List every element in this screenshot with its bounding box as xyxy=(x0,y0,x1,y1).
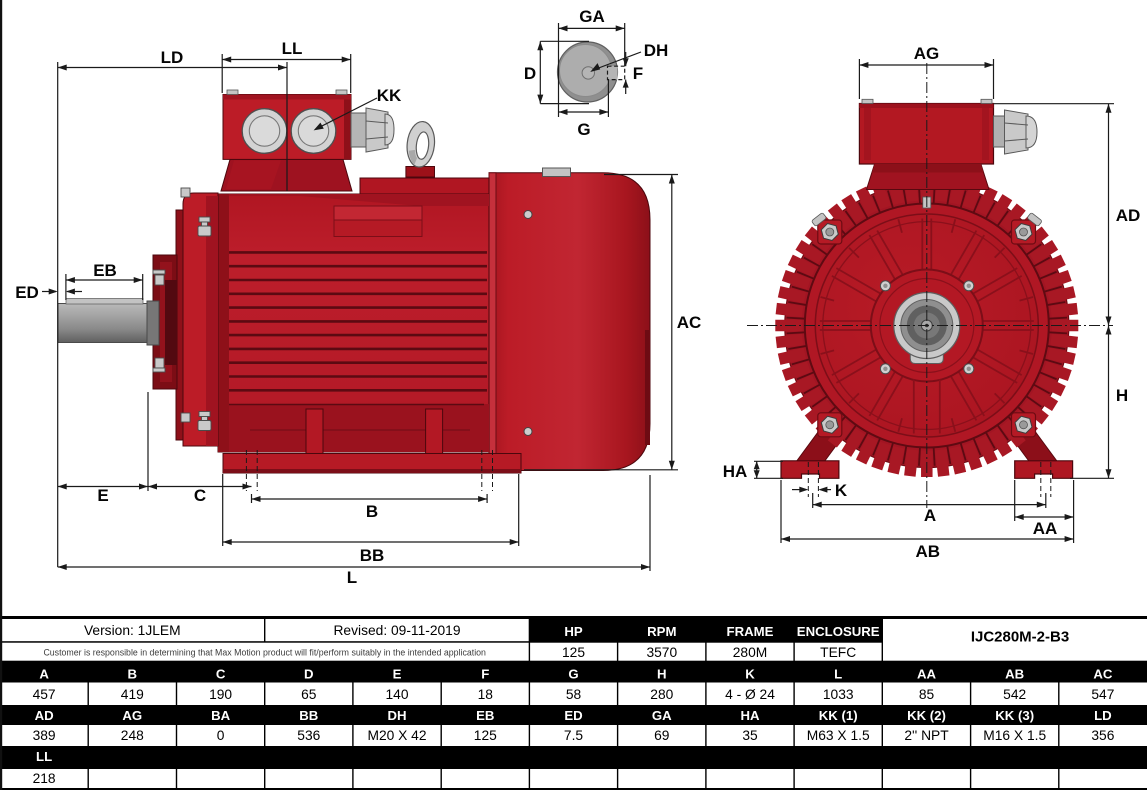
svg-text:KK (1): KK (1) xyxy=(819,708,858,723)
svg-text:FRAME: FRAME xyxy=(727,624,774,639)
svg-text:AG: AG xyxy=(914,44,940,63)
svg-text:LD: LD xyxy=(1094,708,1112,723)
svg-text:536: 536 xyxy=(297,728,320,743)
svg-text:KK (2): KK (2) xyxy=(907,708,946,723)
svg-text:69: 69 xyxy=(654,728,670,743)
svg-text:A: A xyxy=(39,667,49,682)
svg-text:F: F xyxy=(633,64,643,83)
svg-text:EB: EB xyxy=(476,708,494,723)
svg-text:AA: AA xyxy=(1033,519,1058,538)
svg-text:G: G xyxy=(568,667,578,682)
svg-text:IJC280M-2-B3: IJC280M-2-B3 xyxy=(971,629,1069,646)
svg-text:1033: 1033 xyxy=(823,687,854,702)
svg-text:542: 542 xyxy=(1003,687,1026,702)
svg-text:356: 356 xyxy=(1091,728,1114,743)
svg-text:280: 280 xyxy=(650,687,673,702)
svg-text:C: C xyxy=(216,667,226,682)
svg-text:E: E xyxy=(393,667,402,682)
svg-text:G: G xyxy=(577,120,590,139)
svg-text:GA: GA xyxy=(579,7,605,26)
svg-text:HA: HA xyxy=(723,462,748,481)
svg-text:K: K xyxy=(835,481,848,500)
svg-text:BA: BA xyxy=(211,708,231,723)
svg-text:F: F xyxy=(481,667,489,682)
svg-text:A: A xyxy=(924,506,936,525)
svg-text:Customer is responsible in det: Customer is responsible in determining t… xyxy=(43,648,486,658)
svg-text:E: E xyxy=(97,486,108,505)
svg-text:D: D xyxy=(524,64,536,83)
svg-text:AC: AC xyxy=(1093,667,1113,682)
svg-text:218: 218 xyxy=(33,771,56,786)
svg-text:H: H xyxy=(1116,386,1128,405)
svg-text:LL: LL xyxy=(36,749,52,764)
svg-text:AA: AA xyxy=(917,667,937,682)
svg-text:B: B xyxy=(128,667,138,682)
svg-text:2'' NPT: 2'' NPT xyxy=(904,728,949,743)
svg-text:ED: ED xyxy=(564,708,582,723)
svg-text:140: 140 xyxy=(385,687,408,702)
svg-text:85: 85 xyxy=(919,687,935,702)
svg-text:L: L xyxy=(347,568,357,587)
svg-text:C: C xyxy=(194,486,206,505)
svg-text:0: 0 xyxy=(217,728,225,743)
svg-text:7.5: 7.5 xyxy=(564,728,584,743)
svg-text:M63 X 1.5: M63 X 1.5 xyxy=(807,728,870,743)
svg-text:K: K xyxy=(745,667,755,682)
svg-text:B: B xyxy=(366,502,378,521)
svg-text:AG: AG xyxy=(122,708,142,723)
svg-text:BB: BB xyxy=(360,546,385,565)
svg-text:ENCLOSURE: ENCLOSURE xyxy=(797,624,880,639)
svg-text:TEFC: TEFC xyxy=(820,645,856,660)
svg-text:547: 547 xyxy=(1091,687,1114,702)
svg-text:AC: AC xyxy=(677,313,702,332)
svg-text:LD: LD xyxy=(161,48,184,67)
svg-text:125: 125 xyxy=(474,728,497,743)
svg-text:GA: GA xyxy=(652,708,672,723)
svg-text:35: 35 xyxy=(742,728,758,743)
svg-text:RPM: RPM xyxy=(647,624,676,639)
svg-text:65: 65 xyxy=(301,687,317,702)
svg-text:457: 457 xyxy=(33,687,56,702)
svg-text:BB: BB xyxy=(299,708,318,723)
svg-text:389: 389 xyxy=(33,728,56,743)
svg-text:280M: 280M xyxy=(733,645,768,660)
svg-text:HA: HA xyxy=(740,708,760,723)
svg-text:3570: 3570 xyxy=(646,645,677,660)
svg-text:ED: ED xyxy=(15,283,39,302)
svg-text:4 - Ø 24: 4 - Ø 24 xyxy=(725,687,775,702)
svg-text:AB: AB xyxy=(916,542,941,561)
svg-text:KK (3): KK (3) xyxy=(995,708,1034,723)
svg-text:248: 248 xyxy=(121,728,144,743)
svg-text:18: 18 xyxy=(478,687,494,702)
svg-text:DH: DH xyxy=(387,708,406,723)
svg-text:AD: AD xyxy=(1116,206,1141,225)
svg-text:190: 190 xyxy=(209,687,232,702)
svg-text:Version: 1JLEM: Version: 1JLEM xyxy=(84,623,181,638)
svg-text:KK: KK xyxy=(377,86,402,105)
svg-text:HP: HP xyxy=(564,624,583,639)
svg-text:125: 125 xyxy=(562,645,585,660)
svg-text:M20 X 42: M20 X 42 xyxy=(367,728,426,743)
svg-text:H: H xyxy=(657,667,667,682)
svg-text:AB: AB xyxy=(1005,667,1024,682)
svg-text:DH: DH xyxy=(644,41,669,60)
svg-text:M16 X 1.5: M16 X 1.5 xyxy=(983,728,1046,743)
svg-text:EB: EB xyxy=(93,261,117,280)
svg-text:D: D xyxy=(304,667,314,682)
svg-text:L: L xyxy=(834,667,842,682)
svg-text:419: 419 xyxy=(121,687,144,702)
svg-text:58: 58 xyxy=(566,687,582,702)
svg-text:AD: AD xyxy=(35,708,54,723)
svg-text:LL: LL xyxy=(282,39,303,58)
svg-text:Revised: 09-11-2019: Revised: 09-11-2019 xyxy=(333,623,460,638)
